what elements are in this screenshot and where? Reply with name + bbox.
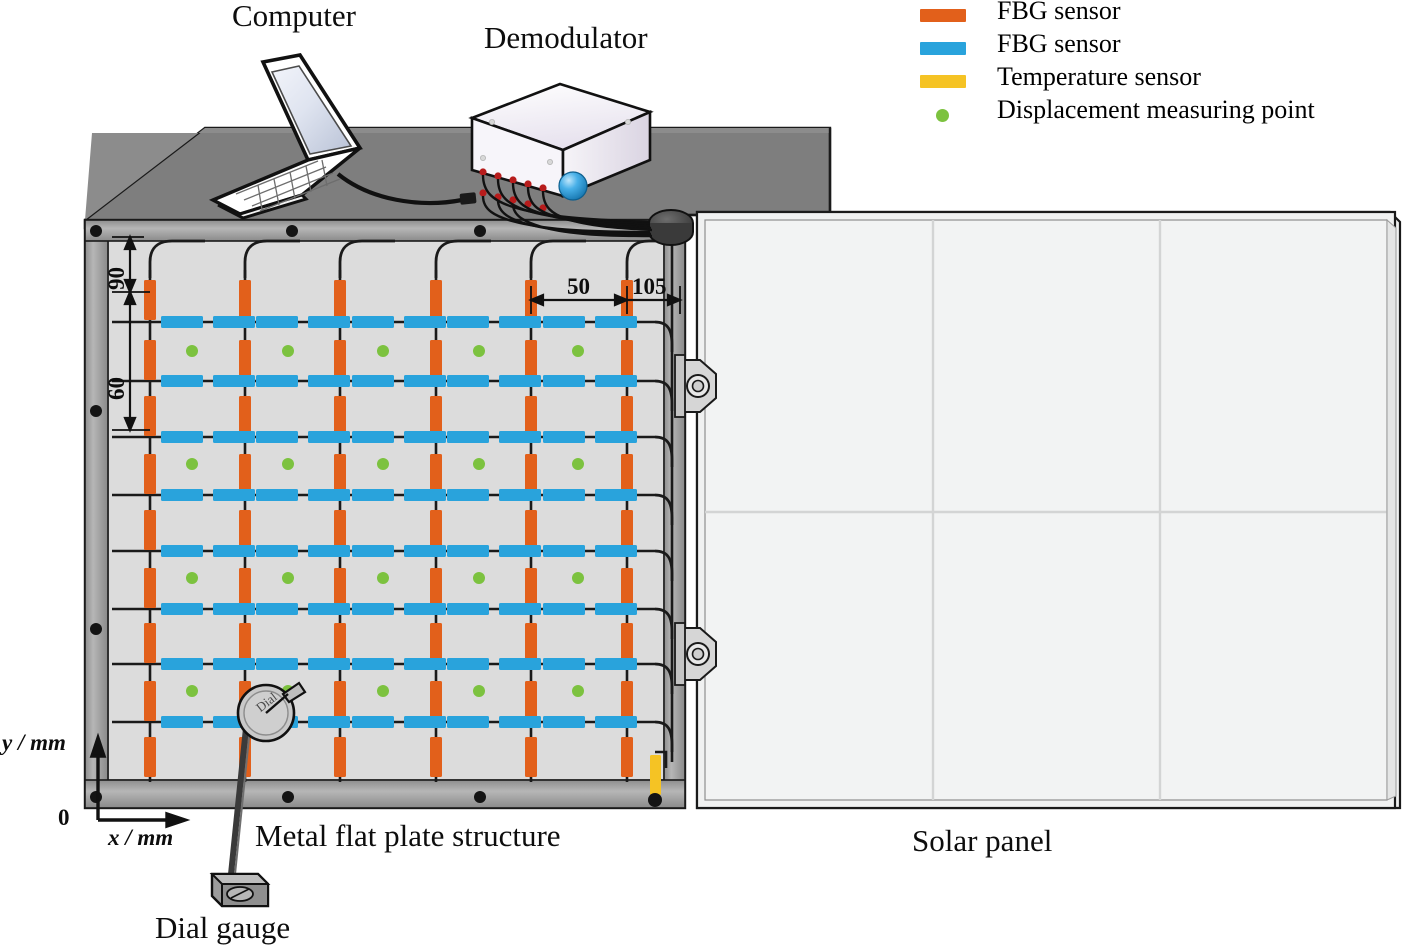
temperature-sensor xyxy=(648,750,668,807)
dimension-60: 60 xyxy=(104,377,129,400)
hinge-upper xyxy=(674,354,717,418)
dimension-90: 90 xyxy=(104,267,129,290)
origin-label: 0 xyxy=(58,805,70,830)
cable-gland xyxy=(648,209,694,246)
demodulator-device xyxy=(468,82,654,238)
bolt xyxy=(474,225,486,237)
dial-gauge xyxy=(209,681,307,908)
legend-label-temperature: Temperature sensor xyxy=(997,62,1201,91)
bolt xyxy=(474,791,486,803)
solar-panel xyxy=(695,210,1402,810)
metal-plate-label: Metal flat plate structure xyxy=(255,818,561,853)
legend-item-fbg-blue: FBG sensor xyxy=(915,29,1405,66)
legend: FBG sensor FBG sensor Temperature sensor… xyxy=(915,0,1405,132)
legend-item-fbg-orange: FBG sensor xyxy=(915,0,1405,33)
dial-gauge-label: Dial gauge xyxy=(155,910,291,945)
usb-cable xyxy=(336,172,477,206)
bolt xyxy=(90,405,102,417)
bolt xyxy=(286,225,298,237)
coordinate-axes xyxy=(89,732,191,829)
bolt xyxy=(90,623,102,635)
legend-label-fbg-orange: FBG sensor xyxy=(997,0,1121,25)
legend-label-fbg-blue: FBG sensor xyxy=(997,29,1121,58)
bolt xyxy=(90,791,102,803)
cable-connector xyxy=(459,192,477,205)
legend-label-displacement: Displacement measuring point xyxy=(997,95,1315,124)
bolt xyxy=(90,225,102,237)
status-indicator xyxy=(558,171,588,201)
legend-item-temperature: Temperature sensor xyxy=(915,62,1405,99)
dimension-50: 50 xyxy=(567,274,590,299)
computer-label: Computer xyxy=(232,0,356,33)
y-axis-label: y / mm xyxy=(2,730,66,755)
fiber-leadin-curves xyxy=(148,239,668,278)
legend-swatch-yellow xyxy=(920,75,966,88)
x-axis-label: x / mm xyxy=(108,825,174,850)
laptop-computer xyxy=(208,53,363,220)
demodulator-label: Demodulator xyxy=(484,20,648,55)
legend-swatch-green-dot xyxy=(936,109,949,122)
bolt xyxy=(282,791,294,803)
legend-swatch-blue xyxy=(920,42,966,55)
solar-panel-label: Solar panel xyxy=(912,823,1053,858)
legend-swatch-orange xyxy=(920,9,966,22)
legend-item-displacement: Displacement measuring point xyxy=(915,95,1405,132)
hinge-lower xyxy=(674,622,717,686)
dimension-annotations xyxy=(112,234,683,433)
dimension-105: 105 xyxy=(632,274,667,299)
fbg-sensors-orange xyxy=(144,280,633,777)
